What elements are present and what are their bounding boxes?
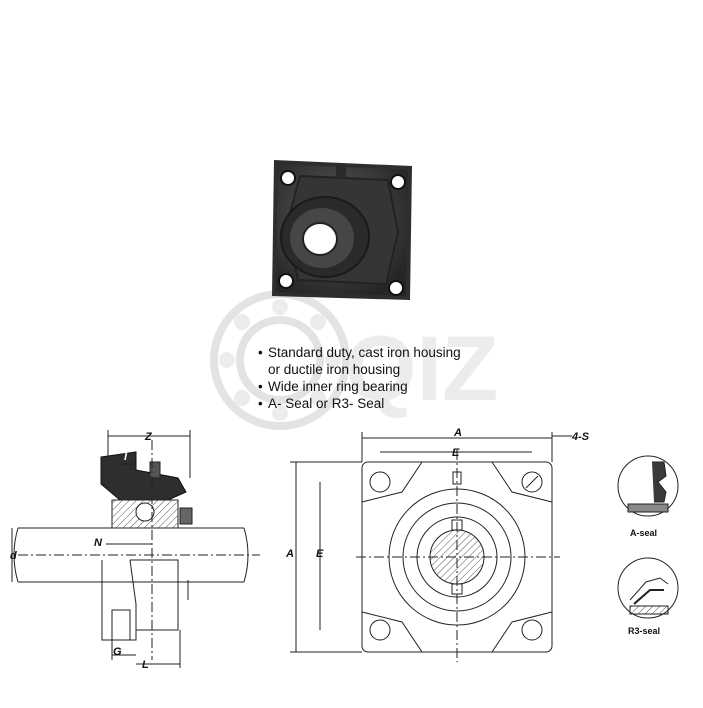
feature-text: Wide inner ring bearing [268, 379, 408, 394]
dim-label-e-top: E [452, 447, 460, 459]
feature-list: •Standard duty, cast iron housing or duc… [258, 344, 461, 412]
feature-item: •Wide inner ring bearing [258, 379, 408, 394]
r3-seal-label: R3-seal [628, 626, 660, 636]
dim-label-4s: 4-S [571, 431, 590, 443]
dim-label-i: I [124, 451, 128, 463]
dim-label-a-left: A [285, 548, 294, 560]
product-photo-flange-unit [272, 160, 412, 300]
watermark-balls [219, 299, 341, 421]
a-seal-detail [617, 455, 679, 517]
dim-label-z: Z [144, 431, 153, 443]
dim-label-d: d [10, 550, 17, 562]
feature-text: Standard duty, cast iron housing [268, 345, 461, 360]
feature-item: •A- Seal or R3- Seal [258, 396, 385, 411]
r3-seal-detail [617, 557, 679, 619]
front-view [290, 432, 572, 662]
dim-label-a-top: A [453, 427, 462, 439]
feature-text: or ductile iron housing [268, 362, 401, 377]
dim-label-g: G [113, 646, 122, 658]
watermark-letters: QIZ [345, 318, 498, 420]
feature-item-continued: or ductile iron housing [258, 361, 461, 378]
dim-label-l: L [142, 659, 149, 671]
dim-label-n: N [94, 537, 103, 549]
side-view [11, 430, 260, 668]
dim-label-e-left: E [316, 548, 324, 560]
feature-item: •Standard duty, cast iron housing [258, 345, 461, 360]
feature-text: A- Seal or R3- Seal [268, 396, 385, 411]
a-seal-label: A-seal [630, 528, 657, 538]
